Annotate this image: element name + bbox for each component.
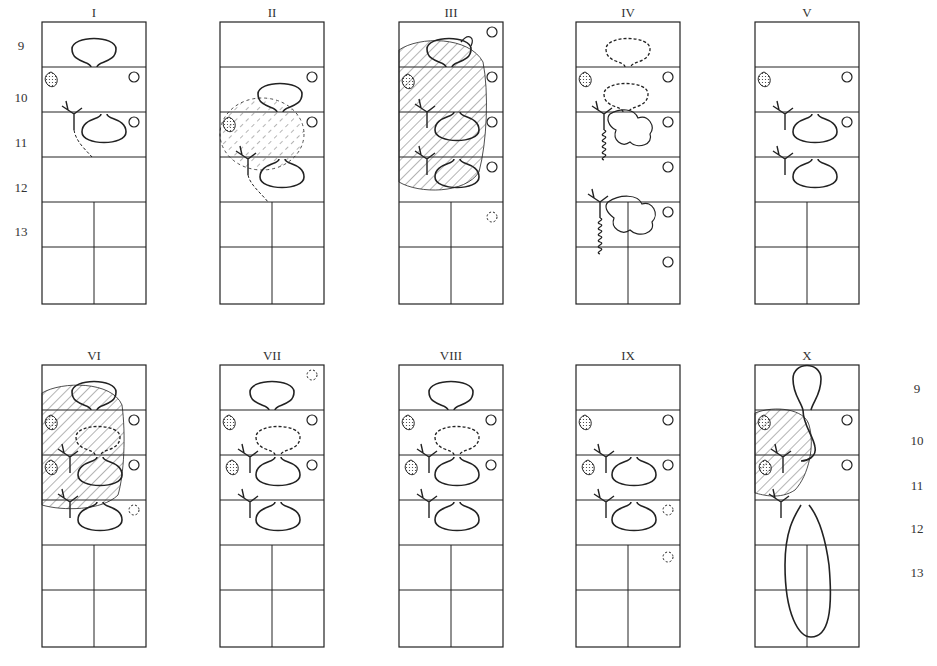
- panel-numeral: X: [802, 349, 811, 362]
- panel-numeral: VI: [87, 349, 101, 362]
- segment-number: 13: [911, 566, 924, 579]
- segment-number: 10: [15, 91, 28, 104]
- panel-numeral: VIII: [440, 349, 462, 362]
- panel-numeral: IX: [621, 349, 635, 362]
- segment-number: 11: [911, 479, 924, 492]
- panel-numeral: III: [445, 6, 458, 19]
- panel-numeral: I: [92, 6, 96, 19]
- panel-numeral: II: [268, 6, 277, 19]
- segment-number: 9: [914, 382, 921, 395]
- segment-number: 11: [15, 136, 28, 149]
- panel-numeral: IV: [621, 6, 635, 19]
- panel-numeral: VII: [263, 349, 281, 362]
- segment-number: 12: [911, 522, 924, 535]
- segment-number: 13: [15, 225, 28, 238]
- panel-numeral: V: [802, 6, 811, 19]
- segment-number: 9: [18, 39, 25, 52]
- segment-number: 10: [911, 434, 924, 447]
- segment-number: 12: [15, 181, 28, 194]
